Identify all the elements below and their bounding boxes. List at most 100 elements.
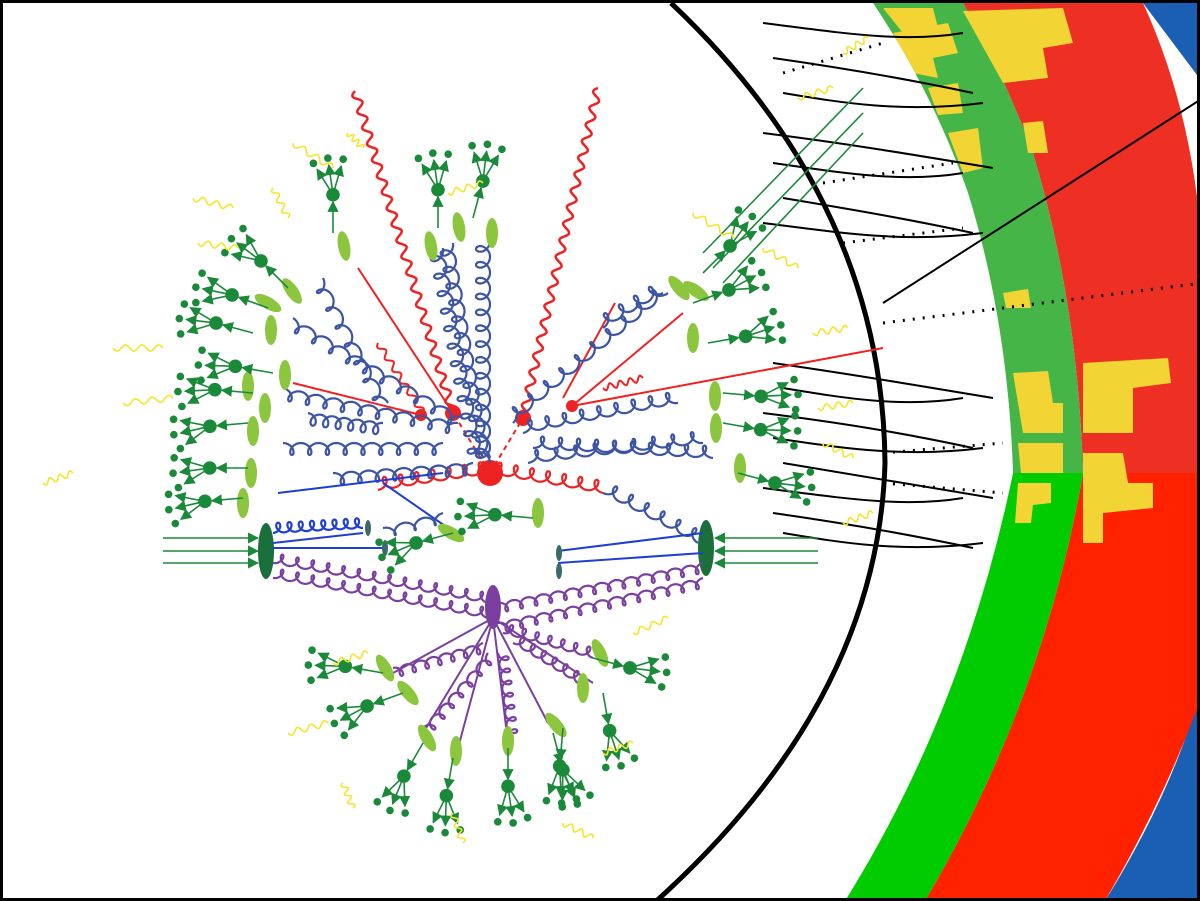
final-state-particle: [170, 453, 179, 462]
gluon-hard: [489, 461, 604, 495]
final-state-particle: [176, 330, 185, 338]
hadron-track: [728, 265, 749, 291]
final-state-particle: [790, 375, 798, 384]
hadron-track: [183, 385, 215, 397]
gluon-line: [496, 652, 519, 738]
final-state-particle: [802, 498, 811, 506]
hadron-track: [437, 159, 449, 190]
final-state-particle: [498, 145, 506, 154]
muon-track: [882, 100, 1197, 304]
hadron-track: [265, 265, 289, 289]
final-state-particle: [175, 314, 184, 323]
final-state-particle: [169, 415, 178, 424]
hadron-track: [317, 652, 346, 668]
line: [557, 532, 704, 552]
hadron-track: [183, 467, 211, 485]
photon: [842, 510, 874, 526]
hadron-track: [381, 775, 405, 798]
final-state-particle: [758, 224, 767, 232]
hadron-track: [440, 795, 452, 827]
hadron-track: [463, 510, 495, 522]
hadron-track: [336, 701, 368, 714]
hadron-track: [729, 230, 758, 247]
final-state-particle: [734, 206, 743, 214]
hadron-track: [467, 513, 496, 529]
hadron-track: [245, 233, 262, 262]
hadron-track: [206, 365, 236, 380]
hadron-track: [391, 775, 405, 805]
hadron-track: [761, 389, 793, 401]
hadron-track: [629, 664, 661, 676]
w-boson-line: [520, 86, 601, 420]
photon: [812, 324, 849, 337]
final-state-particle: [441, 828, 449, 837]
photon: [797, 85, 834, 101]
hadron-track: [562, 769, 586, 792]
final-state-particle: [790, 442, 798, 450]
event-svg: [42, 3, 1197, 898]
final-state-particle: [791, 411, 799, 420]
hadron: [488, 507, 502, 522]
detector-layers: [846, 3, 1197, 898]
final-state-particle: [375, 538, 383, 547]
hadron-track: [609, 730, 631, 754]
final-state-particle: [762, 283, 770, 292]
final-state-particle: [794, 390, 802, 399]
line: [557, 552, 704, 564]
hadron-track: [394, 542, 417, 566]
final-state-particle: [747, 256, 756, 265]
hadron-track: [230, 251, 262, 262]
final-state-particle: [601, 763, 610, 772]
quark-line: [571, 312, 684, 407]
final-state-particle: [192, 298, 200, 307]
tracker-lower: [846, 473, 1083, 898]
charged-track: [762, 132, 994, 169]
final-state-particle: [307, 676, 315, 685]
final-state-particle: [630, 754, 639, 762]
light-hadron: [254, 293, 282, 313]
hadron-track: [505, 786, 517, 818]
hadron-track: [174, 492, 206, 504]
hadron-track: [174, 500, 206, 512]
final-state-particle: [386, 806, 394, 815]
hadron-track: [728, 282, 760, 295]
hadron-track: [180, 500, 206, 521]
neutral-track: [882, 481, 1004, 495]
hadron-track: [236, 242, 262, 262]
light-hadron: [259, 393, 271, 423]
photon-line: [602, 374, 644, 392]
final-state-particle: [456, 497, 465, 506]
final-state-particle: [164, 490, 173, 499]
hadron-track: [314, 660, 346, 672]
final-state-particle: [174, 387, 182, 396]
quark-line: [357, 267, 454, 414]
hadron-track: [707, 333, 740, 345]
quark-line: [571, 347, 884, 407]
hadron-track: [316, 665, 346, 680]
final-state-particle: [791, 405, 800, 414]
calorimeter-lower: [926, 473, 1197, 898]
final-state-particle: [793, 427, 802, 435]
light-hadron: [375, 654, 395, 682]
neutral-track: [842, 226, 964, 245]
final-state-particle: [778, 336, 787, 345]
light-hadron: [545, 712, 567, 738]
photon-line: [376, 342, 425, 414]
hadron-track: [332, 164, 344, 195]
hadron-track: [421, 532, 454, 544]
photon: [122, 394, 174, 407]
gluon-line: [429, 247, 485, 459]
hadron-track: [421, 163, 439, 191]
light-hadron: [245, 458, 257, 488]
photon: [197, 240, 239, 251]
charged-track: [782, 462, 994, 499]
hadron-track: [500, 510, 534, 522]
final-state-particle: [662, 668, 671, 677]
charged-track: [772, 512, 974, 549]
final-state-particle: [198, 346, 206, 354]
charged-track: [772, 162, 964, 179]
charged-track: [762, 222, 984, 239]
final-state-particle: [542, 796, 551, 805]
hadron-track: [760, 382, 789, 398]
tracker-upper: [873, 3, 1083, 473]
